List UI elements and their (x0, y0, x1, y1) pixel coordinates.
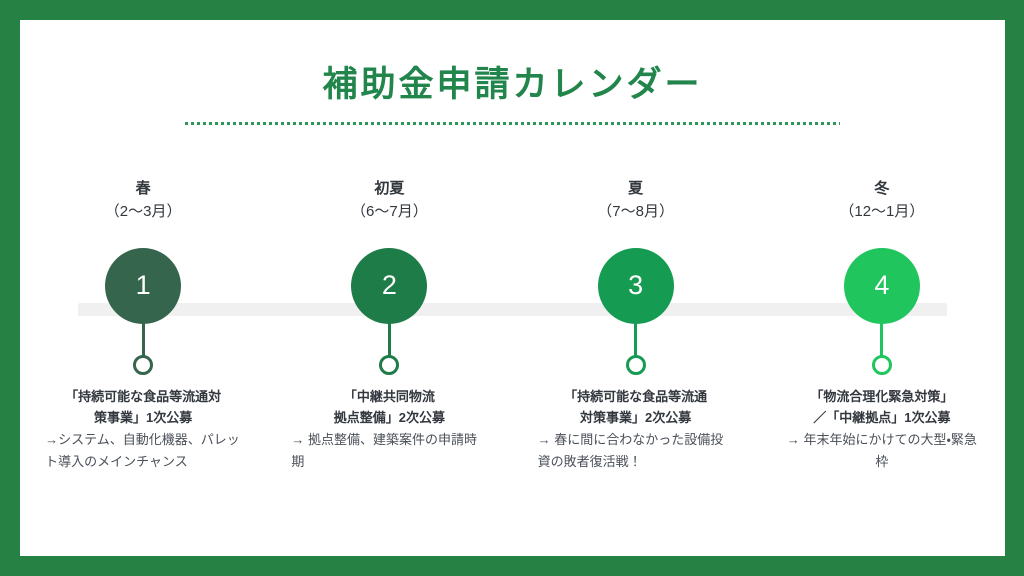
step-card: 「中継共同物流 拠点整備」2次公募 → 拠点整備、建築案件の申請時期 (291, 387, 487, 472)
timeline-step-3[interactable]: 夏 （7〜8月） 3 「持続可能な食品等流通 対策事業」2次公募 → 春に間に合… (513, 180, 759, 556)
connector-ring-icon (625, 354, 646, 375)
season-label: 冬 (874, 180, 890, 197)
card-body: → 春に間に合わなかった設備投資の敗者復活戦！ (537, 432, 724, 469)
connector-ring-icon (871, 354, 892, 375)
step-card: 「持続可能な食品等流通 対策事業」2次公募 → 春に間に合わなかった設備投資の敗… (538, 387, 734, 472)
card-title: 「物流合理化緊急対策」 ／「中継拠点」1次公募 (810, 388, 954, 425)
card-body: →システム、自動化機器、パレット導入のメインチャンス (45, 432, 240, 469)
card-title: 「持続可能な食品等流通対 策事業」1次公募 (65, 388, 222, 425)
timeline-step-2[interactable]: 初夏 （6〜7月） 2 「中継共同物流 拠点整備」2次公募 → 拠点整備、建築案… (266, 180, 512, 556)
timeline-step-4[interactable]: 冬 （12〜1月） 4 「物流合理化緊急対策」 ／「中継拠点」1次公募 → 年末… (759, 180, 1005, 556)
connector-ring-icon (379, 354, 400, 375)
timeline: 春 （2〜3月） 1 「持続可能な食品等流通対 策事業」1次公募 →システム、自… (20, 180, 1005, 556)
card-title: 「中継共同物流 拠点整備」2次公募 (333, 388, 445, 425)
card-title: 「持続可能な食品等流通 対策事業」2次公募 (564, 388, 708, 425)
timeline-step-1[interactable]: 春 （2〜3月） 1 「持続可能な食品等流通対 策事業」1次公募 →システム、自… (20, 180, 266, 556)
step-number-circle[interactable]: 4 (843, 247, 920, 324)
connector-ring-icon (133, 354, 154, 375)
months-label: （7〜8月） (597, 202, 674, 220)
season-label: 夏 (628, 180, 644, 197)
title-block: 補助金申請カレンダー (20, 64, 1005, 125)
season-label: 春 (135, 180, 151, 197)
season-label: 初夏 (374, 180, 405, 197)
step-number-circle[interactable]: 1 (105, 247, 182, 324)
card-body: → 年末年始にかけての大型・緊急枠 (786, 432, 977, 469)
step-card: 「物流合理化緊急対策」 ／「中継拠点」1次公募 → 年末年始にかけての大型・緊急… (784, 387, 980, 472)
connector-stem (141, 322, 145, 356)
step-connector (871, 322, 893, 375)
connector-stem (880, 322, 884, 356)
page-title: 補助金申請カレンダー (322, 65, 703, 104)
step-card: 「持続可能な食品等流通対 策事業」1次公募 →システム、自動化機器、パレット導入… (45, 387, 241, 472)
slide-canvas: 補助金申請カレンダー 春 （2〜3月） 1 「持続可能な食品等流通対 策事業」1… (20, 20, 1005, 556)
step-number-circle[interactable]: 3 (597, 247, 674, 324)
connector-stem (387, 322, 391, 356)
step-connector (378, 322, 400, 375)
step-connector (132, 322, 154, 375)
connector-stem (634, 322, 638, 356)
step-connector (625, 322, 647, 375)
title-divider (185, 122, 840, 125)
months-label: （6〜7月） (351, 202, 428, 220)
timeline-track (78, 303, 947, 316)
months-label: （2〜3月） (104, 202, 182, 220)
timeline-steps: 春 （2〜3月） 1 「持続可能な食品等流通対 策事業」1次公募 →システム、自… (20, 180, 1005, 556)
step-number-circle[interactable]: 2 (351, 247, 428, 324)
months-label: （12〜1月） (839, 202, 925, 220)
card-body: → 拠点整備、建築案件の申請時期 (291, 432, 477, 469)
